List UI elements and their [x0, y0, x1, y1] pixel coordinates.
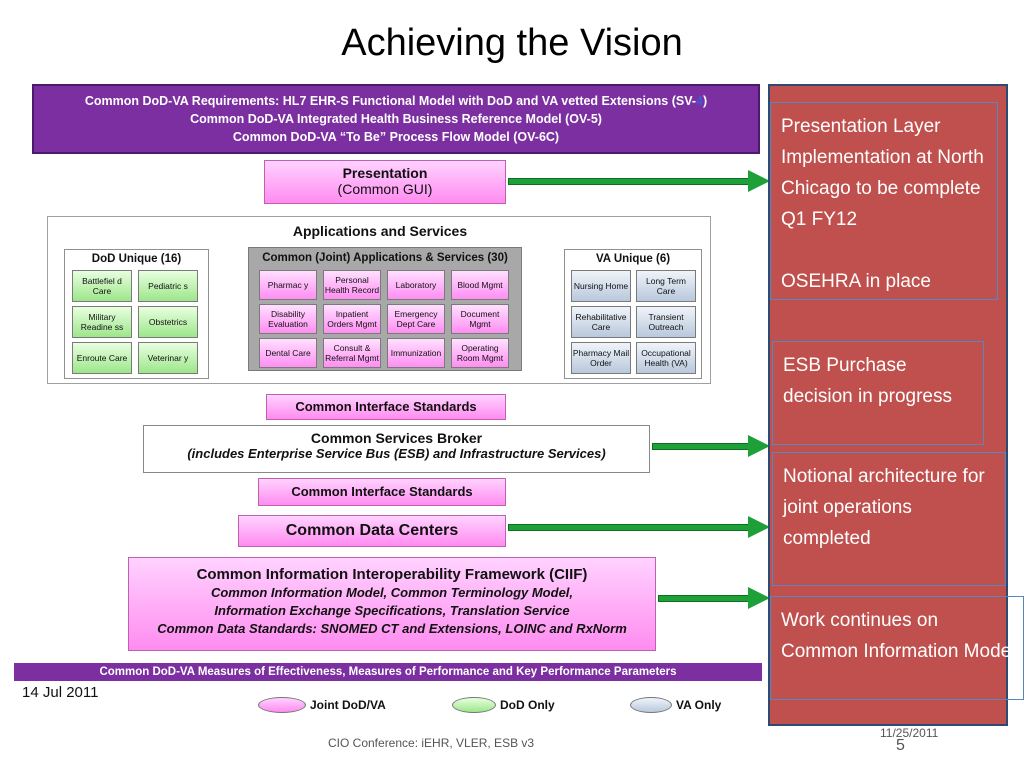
applications-services-panel: Applications and Services DoD Unique (16… [47, 216, 711, 384]
services-broker-box: Common Services Broker (includes Enterpr… [143, 425, 650, 473]
va-cell: Transient Outreach [636, 306, 696, 338]
footer-text: CIO Conference: iEHR, VLER, ESB v3 [328, 736, 535, 750]
dod-cell: Pediatric s [138, 270, 198, 302]
joint-cell: Immunization [387, 338, 445, 368]
ciif-line-3: Common Data Standards: SNOMED CT and Ext… [157, 621, 627, 636]
joint-cell: Blood Mgmt [451, 270, 509, 300]
presentation-arrow [508, 170, 770, 192]
joint-apps-title: Common (Joint) Applications & Services (… [262, 252, 508, 264]
va-unique-group: VA Unique (6) Nursing Home Long Term Car… [564, 249, 702, 379]
applications-services-title: Applications and Services [292, 223, 468, 239]
joint-apps-group: Common (Joint) Applications & Services (… [248, 247, 522, 371]
note-architecture: Notional architecture for joint operatio… [772, 452, 1006, 586]
ciif-arrow [658, 587, 770, 609]
note-info-model-text: Work continues on Common Information Mod… [781, 610, 1016, 662]
services-broker-title: Common Services Broker [310, 430, 483, 446]
note-esb-text: ESB Purchase decision in progress [783, 355, 952, 407]
data-centers-box: Common Data Centers [238, 515, 506, 547]
dod-unique-group: DoD Unique (16) Battlefiel d Care Pediat… [64, 249, 209, 379]
status-panel [768, 84, 1008, 726]
ciif-box: Common Information Interoperability Fram… [128, 557, 656, 651]
presentation-layer-box: Presentation (Common GUI) [264, 160, 506, 204]
note-osehra-text: OSEHRA in place [781, 271, 931, 292]
note-presentation: Presentation Layer Implementation at Nor… [770, 102, 998, 300]
diagram-date: 14 Jul 2011 [22, 684, 99, 701]
legend-joint-label: Joint DoD/VA [310, 698, 386, 712]
interface-standards-bottom: Common Interface Standards [258, 478, 506, 506]
va-unique-title: VA Unique (6) [595, 253, 671, 265]
legend-dod-label: DoD Only [500, 698, 555, 712]
joint-cell: Personal Health Record [323, 270, 381, 300]
va-cell: Nursing Home [571, 270, 631, 302]
ciif-title: Common Information Interoperability Fram… [196, 566, 588, 583]
legend-dod-swatch [452, 697, 496, 713]
slide-title: Achieving the Vision [341, 22, 683, 64]
requirements-line-1: Common DoD-VA Requirements: HL7 EHR-S Fu… [84, 94, 708, 108]
va-cell: Occupational Health (VA) [636, 342, 696, 374]
requirements-line-3: Common DoD-VA “To Be” Process Flow Model… [232, 130, 560, 144]
data-centers-arrow [508, 516, 770, 538]
page-number: 5 [896, 737, 905, 754]
dod-cell: Military Readine ss [72, 306, 132, 338]
joint-cell: Inpatient Orders Mgmt [323, 304, 381, 334]
joint-cell: Emergency Dept Care [387, 304, 445, 334]
dod-unique-title: DoD Unique (16) [91, 253, 182, 265]
ciif-line-2: Information Exchange Specifications, Tra… [214, 603, 570, 618]
presentation-subtitle: (Common GUI) [337, 181, 433, 197]
dod-cell: Veterinar y [138, 342, 198, 374]
note-presentation-text: Presentation Layer Implementation at Nor… [781, 116, 984, 230]
legend-va-swatch [630, 697, 672, 713]
joint-cell: Dental Care [259, 338, 317, 368]
joint-cell: Pharmac y [259, 270, 317, 300]
joint-cell: Operating Room Mgmt [451, 338, 509, 368]
dod-cell: Enroute Care [72, 342, 132, 374]
dod-cell: Battlefiel d Care [72, 270, 132, 302]
footer-date: 11/25/2011 [880, 726, 939, 740]
joint-cell: Document Mgmt [451, 304, 509, 334]
note-esb: ESB Purchase decision in progress [772, 341, 984, 445]
joint-cell: Disability Evaluation [259, 304, 317, 334]
va-cell: Long Term Care [636, 270, 696, 302]
services-broker-subtitle: (includes Enterprise Service Bus (ESB) a… [187, 446, 606, 461]
interface-standards-top: Common Interface Standards [266, 394, 506, 420]
legend-joint-swatch [258, 697, 306, 713]
joint-cell: Laboratory [387, 270, 445, 300]
va-cell: Pharmacy Mail Order [571, 342, 631, 374]
broker-arrow [652, 435, 770, 457]
requirements-banner: Common DoD-VA Requirements: HL7 EHR-S Fu… [32, 84, 760, 154]
presentation-title: Presentation [342, 165, 428, 181]
legend-va-label: VA Only [676, 698, 722, 712]
joint-cell: Consult & Referral Mgmt [323, 338, 381, 368]
dod-cell: Obstetrics [138, 306, 198, 338]
note-architecture-text: Notional architecture for joint operatio… [783, 466, 985, 549]
ciif-line-1: Common Information Model, Common Termino… [210, 585, 574, 600]
va-cell: Rehabilitative Care [571, 306, 631, 338]
note-info-model: Work continues on Common Information Mod… [770, 596, 1024, 700]
requirements-line-2: Common DoD-VA Integrated Health Business… [190, 112, 602, 126]
measures-bar: Common DoD-VA Measures of Effectiveness,… [14, 663, 762, 681]
